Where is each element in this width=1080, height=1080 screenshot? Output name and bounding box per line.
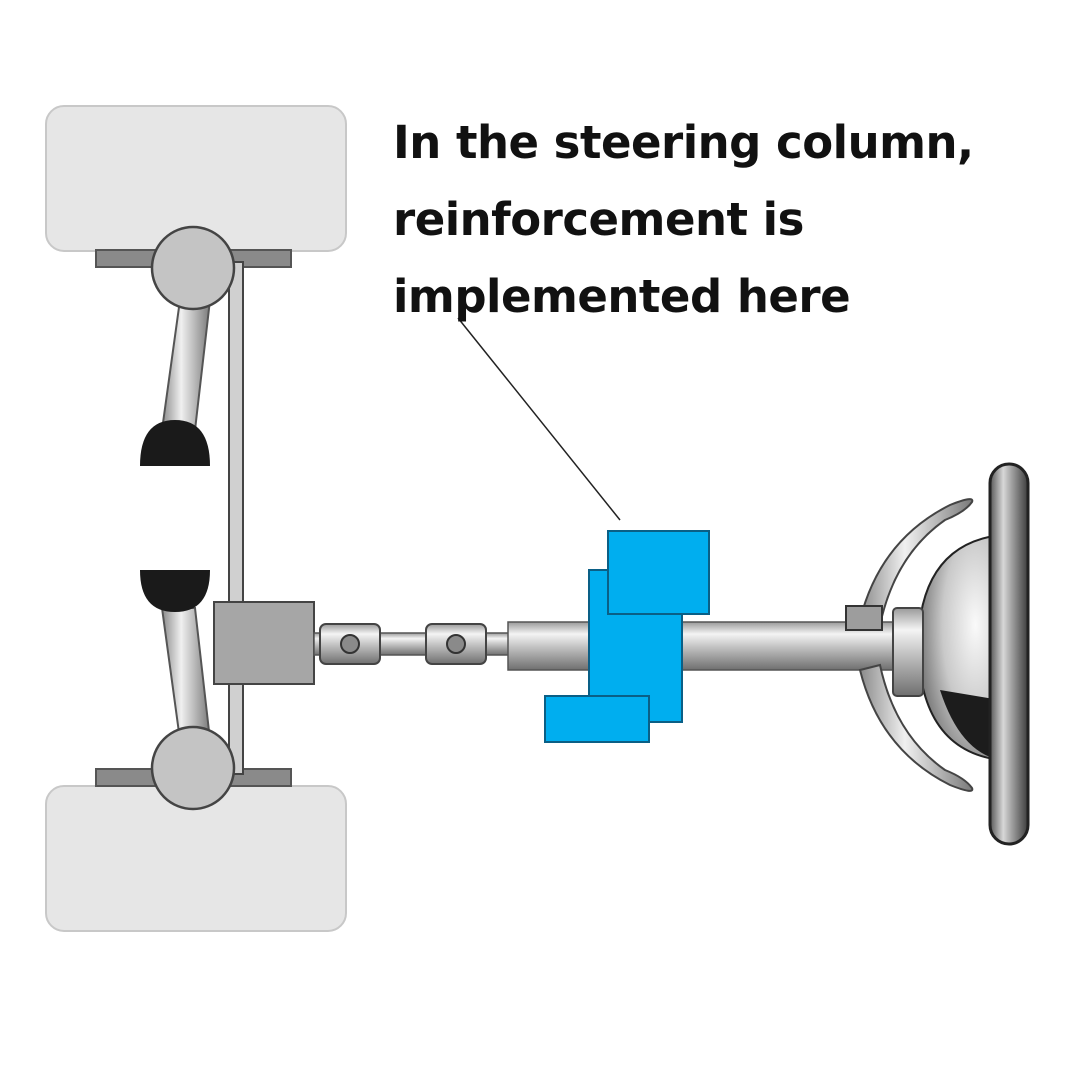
tie-rod-end-bottom — [140, 570, 210, 612]
kingpin-joint-top — [150, 225, 236, 311]
steering-arm-top — [160, 299, 212, 431]
annotation-text: In the steering column, reinforcement is… — [393, 104, 1053, 335]
column-switch-collar — [845, 605, 883, 631]
reinforcement-blocks — [544, 530, 710, 743]
steering-wheel-rim — [988, 462, 1030, 846]
steering-gearbox — [213, 601, 315, 685]
steering-arm-bottom — [160, 607, 212, 741]
universal-joint-1 — [319, 623, 381, 665]
steering-wheel-flange — [892, 607, 924, 697]
tie-rod-end-top — [140, 420, 210, 466]
kingpin-joint-bottom — [150, 725, 236, 811]
steering-wheel-spoke-bottom — [858, 663, 974, 792]
steering-wheel-hub-shadow — [940, 690, 1000, 760]
reinforcement-block-lower — [544, 695, 650, 743]
annotation-line-1: In the steering column, — [393, 116, 974, 169]
reinforcement-block-upper — [607, 530, 710, 615]
steering-rack — [228, 261, 244, 775]
annotation-line-3: implemented here — [393, 270, 851, 323]
annotation-line-2: reinforcement is — [393, 193, 804, 246]
steering-wheel-spoke-top — [858, 498, 974, 627]
callout-leader-line — [457, 317, 621, 521]
steering-column-tube — [507, 621, 899, 671]
universal-joint-2 — [425, 623, 487, 665]
